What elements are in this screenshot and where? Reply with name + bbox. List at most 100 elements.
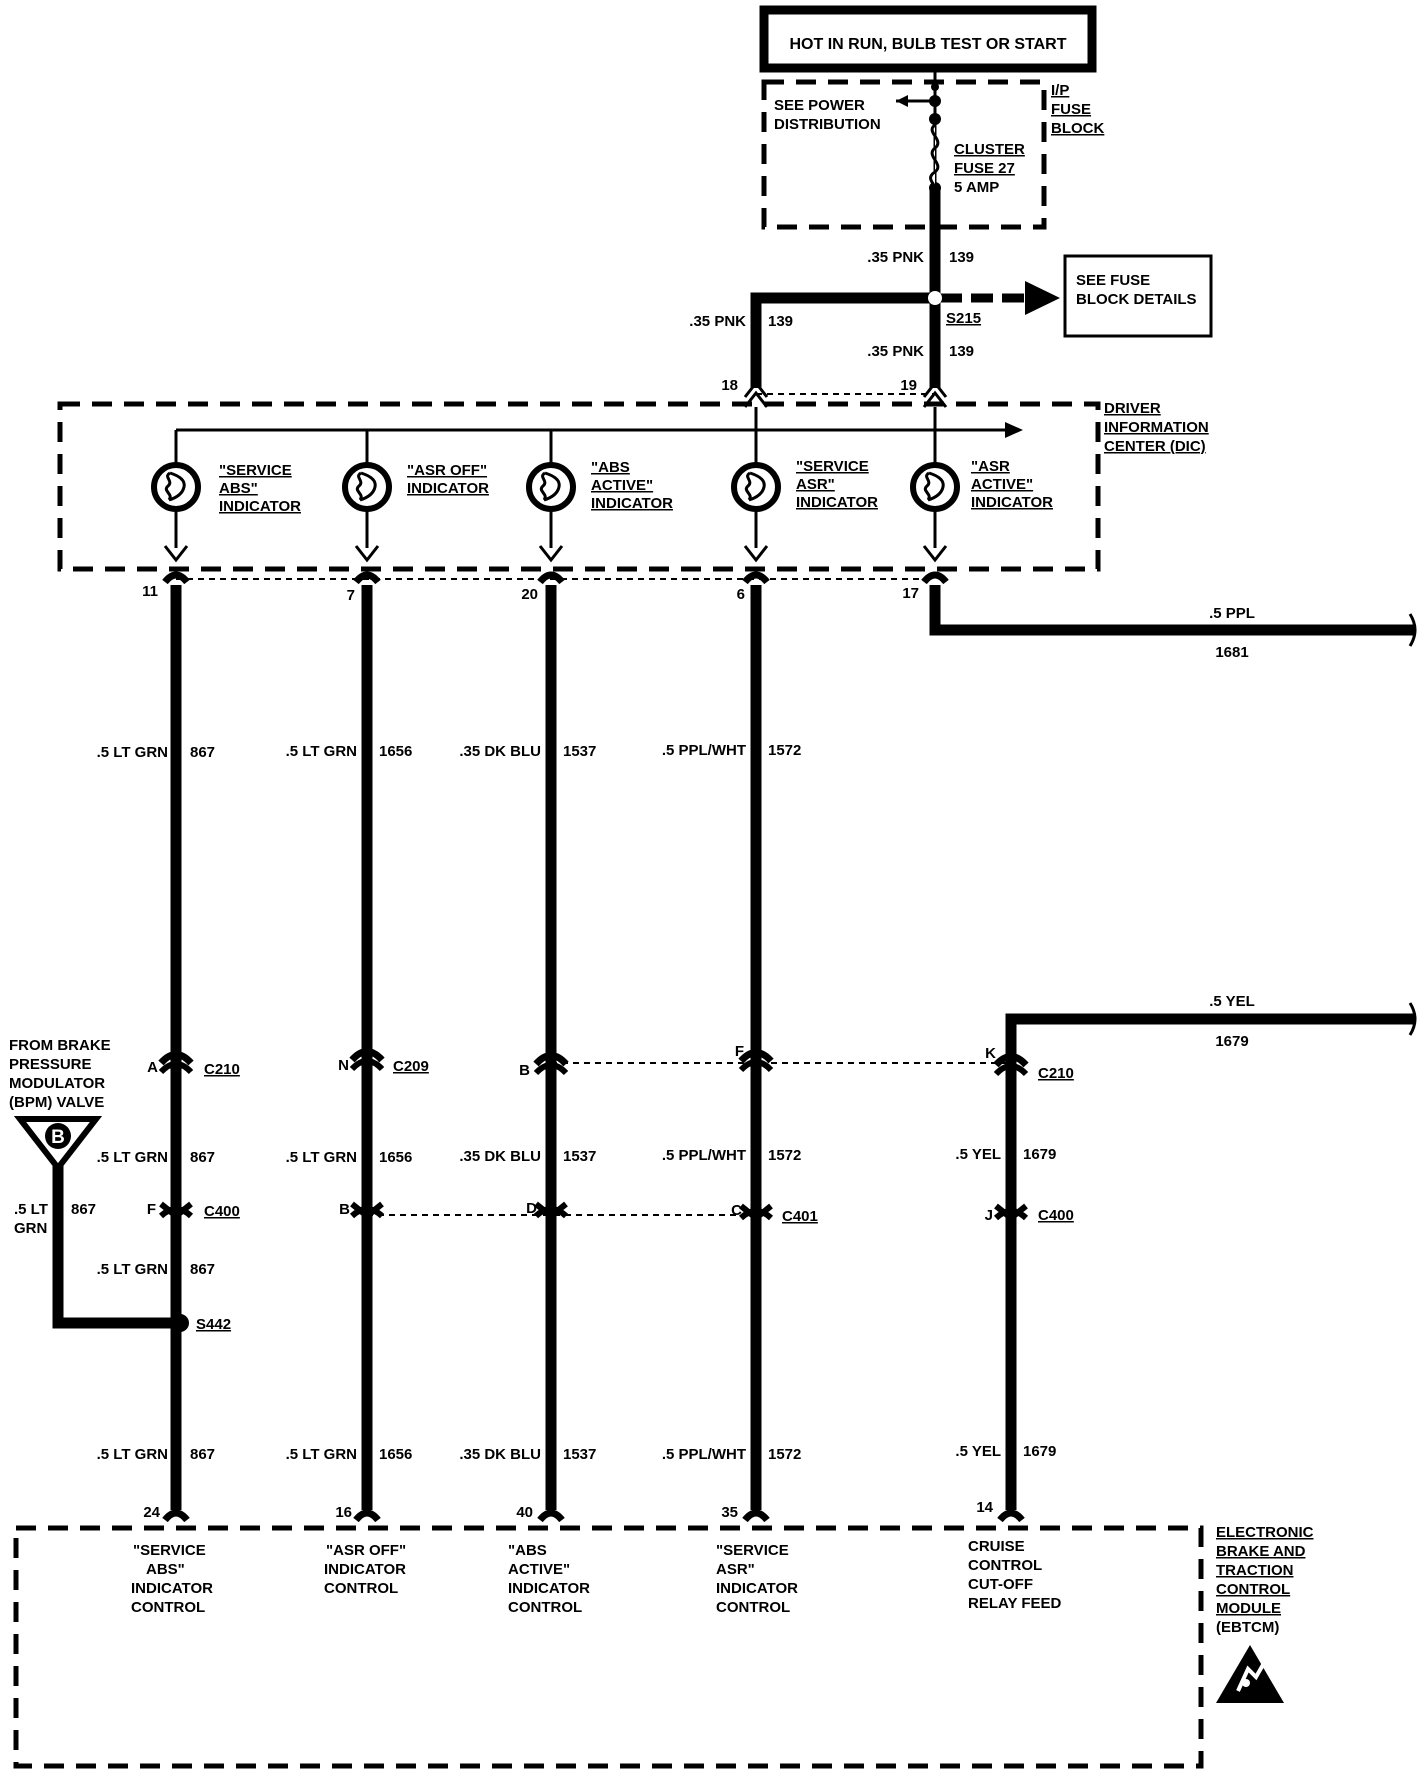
svg-text:CONTROL: CONTROL — [324, 1580, 398, 1597]
conn2-pin-b: B — [339, 1201, 350, 1218]
svg-text:ACTIVE": ACTIVE" — [591, 477, 653, 494]
col3-lower-circuit: 1537 — [563, 1446, 596, 1463]
svg-text:"ASR: "ASR — [971, 458, 1010, 475]
col1-mid-gauge: .5 LT GRN — [97, 1149, 168, 1166]
col1-lower-gauge: .5 LT GRN — [97, 1446, 168, 1463]
yel-gauge: .5 YEL — [1209, 993, 1255, 1010]
conn2-pin-f: F — [147, 1201, 156, 1218]
arrow-left-icon — [896, 95, 908, 107]
indicator-asr-active: "ASR ACTIVE" INDICATOR — [913, 430, 1053, 562]
col2-upper-gauge: .5 LT GRN — [286, 743, 357, 760]
svg-text:CONTROL: CONTROL — [716, 1599, 790, 1616]
col4-lower-circuit: 1572 — [768, 1446, 801, 1463]
splice-s442-dot — [171, 1314, 189, 1332]
svg-text:ELECTRONIC: ELECTRONIC — [1216, 1524, 1314, 1541]
dic-label-2: INFORMATION — [1104, 419, 1209, 436]
col4-upper-gauge: .5 PPL/WHT — [662, 742, 746, 759]
ebtcm-pin-14: 14 — [976, 1499, 993, 1516]
col2-upper-circuit: 1656 — [379, 743, 412, 760]
bpm-valve: FROM BRAKE PRESSURE MODULATOR (BPM) VALV… — [9, 1037, 231, 1333]
col3-upper-gauge: .35 DK BLU — [459, 743, 541, 760]
bpm-symbol: B — [51, 1127, 65, 1148]
svg-text:(BPM) VALVE: (BPM) VALVE — [9, 1094, 104, 1111]
ebtcm-terminal-service-abs: "SERVICE ABS" INDICATOR CONTROL — [131, 1542, 213, 1616]
splice-s215-label: S215 — [946, 310, 981, 327]
ip-fuse-block-box — [761, 79, 1047, 230]
svg-text:"ASR OFF": "ASR OFF" — [407, 462, 487, 479]
feed-right-circuit: 139 — [949, 343, 974, 360]
ebtcm-terminal-abs-active: "ABS ACTIVE" INDICATOR CONTROL — [508, 1542, 590, 1616]
indicator-lamp-icon — [345, 465, 389, 509]
ebtcm-terminal-service-asr: "SERVICE ASR" INDICATOR CONTROL — [716, 1542, 798, 1616]
col1-lower1-circuit: 867 — [190, 1261, 215, 1278]
ppl-gauge: .5 PPL — [1209, 605, 1255, 622]
svg-text:MODULE: MODULE — [1216, 1600, 1281, 1617]
svg-text:CRUISE: CRUISE — [968, 1538, 1025, 1555]
ppl-circuit: 1681 — [1215, 644, 1248, 661]
svg-text:TRACTION: TRACTION — [1216, 1562, 1294, 1579]
feed-wire-139-left — [750, 292, 940, 388]
svg-text:CONTROL: CONTROL — [1216, 1581, 1290, 1598]
ebtcm-label: ELECTRONIC BRAKE AND TRACTION CONTROL MO… — [1216, 1524, 1314, 1636]
svg-text:GRN: GRN — [14, 1220, 47, 1237]
col3-upper-circuit: 1537 — [563, 743, 596, 760]
svg-text:INDICATOR: INDICATOR — [591, 495, 673, 512]
conn-c401: C401 — [782, 1208, 818, 1225]
svg-text:"ABS: "ABS — [508, 1542, 547, 1559]
conn-c209: C209 — [393, 1058, 429, 1075]
dic-label-3: CENTER (DIC) — [1104, 438, 1206, 455]
svg-text:CUT-OFF: CUT-OFF — [968, 1576, 1033, 1593]
ebtcm-box — [13, 1525, 1204, 1769]
svg-text:BRAKE AND: BRAKE AND — [1216, 1543, 1306, 1560]
svg-text:ABS": ABS" — [219, 480, 258, 497]
fuse-block-label-3: BLOCK — [1051, 120, 1104, 137]
conn-c400-left: C400 — [204, 1203, 240, 1220]
see-fuse-line-1: SEE FUSE — [1076, 272, 1150, 289]
col5-mid-circuit: 1679 — [1023, 1146, 1056, 1163]
svg-text:INDICATOR: INDICATOR — [219, 498, 301, 515]
power-header-text: HOT IN RUN, BULB TEST OR START — [789, 36, 1066, 53]
col2-mid-circuit: 1656 — [379, 1149, 412, 1166]
conn-c210-left: C210 — [204, 1061, 240, 1078]
indicator-lamp-icon — [734, 465, 778, 509]
fuse-block-label-1: I/P — [1051, 82, 1069, 99]
indicator-lamp-icon — [529, 465, 573, 509]
svg-text:ASR": ASR" — [716, 1561, 755, 1578]
col1-upper-circuit: 867 — [190, 744, 215, 761]
indicator-service-asr: "SERVICE ASR" INDICATOR — [734, 430, 878, 562]
conn1-pin-f: F — [735, 1043, 744, 1060]
conn1-pin-a: A — [147, 1059, 158, 1076]
conn1-pin-b: B — [519, 1062, 530, 1079]
indicator-lamp-icon — [154, 465, 198, 509]
fuse-line-1: CLUSTER — [954, 141, 1025, 158]
col2-lower-circuit: 1656 — [379, 1446, 412, 1463]
fuse-line-2: FUSE 27 — [954, 160, 1015, 177]
indicator-service-abs: "SERVICE ABS" INDICATOR — [154, 430, 301, 562]
svg-text:INDICATOR: INDICATOR — [796, 494, 878, 511]
svg-text:"SERVICE: "SERVICE — [133, 1542, 206, 1559]
ebtcm-pin-16: 16 — [335, 1504, 352, 1521]
dic-pin-18: 18 — [721, 377, 738, 394]
col4-mid-gauge: .5 PPL/WHT — [662, 1147, 746, 1164]
conn-c400-right: C400 — [1038, 1207, 1074, 1224]
svg-text:INDICATOR: INDICATOR — [407, 480, 489, 497]
see-power-line-1: SEE POWER — [774, 97, 865, 114]
svg-text:"SERVICE: "SERVICE — [219, 462, 292, 479]
svg-text:"ASR OFF": "ASR OFF" — [326, 1542, 406, 1559]
svg-text:INDICATOR: INDICATOR — [971, 494, 1053, 511]
feed-top-gauge: .35 PNK — [867, 249, 924, 266]
ebtcm-pin-24: 24 — [143, 1504, 160, 1521]
indicator-abs-active: "ABS ACTIVE" INDICATOR — [529, 430, 673, 562]
col4-mid-circuit: 1572 — [768, 1147, 801, 1164]
fuse-icon — [929, 123, 940, 189]
col5-lower-gauge: .5 YEL — [955, 1443, 1001, 1460]
svg-text:ABS": ABS" — [146, 1561, 185, 1578]
dic-box — [57, 401, 1101, 572]
feed-left-circuit: 139 — [768, 313, 793, 330]
conn2-pin-d: D — [526, 1200, 537, 1217]
svg-text:ASR": ASR" — [796, 476, 835, 493]
ebtcm-pin-35: 35 — [721, 1504, 738, 1521]
svg-text:RELAY FEED: RELAY FEED — [968, 1595, 1062, 1612]
col5-lower-circuit: 1679 — [1023, 1443, 1056, 1460]
